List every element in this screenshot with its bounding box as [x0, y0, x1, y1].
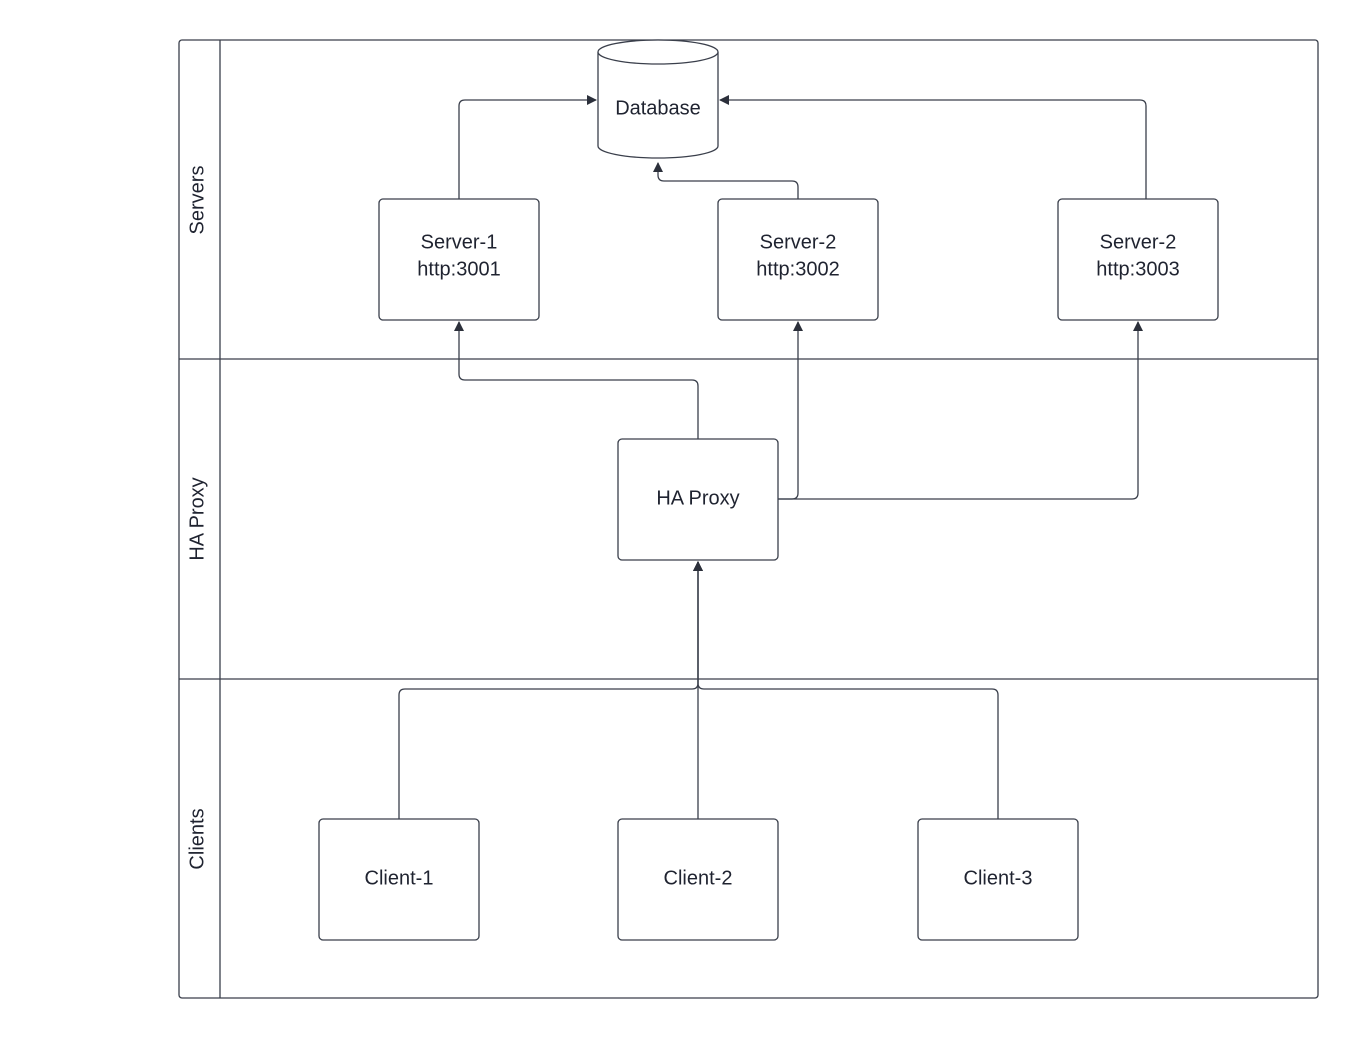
client-3-box: [917, 818, 1079, 941]
haproxy-box: [617, 438, 779, 561]
lane-label-servers: Servers: [186, 166, 208, 235]
server-3-box: [1057, 198, 1219, 321]
client-2-label: Client-2: [664, 867, 733, 889]
server-1-box: [378, 198, 540, 321]
database-node[interactable]: Database: [597, 39, 719, 159]
haproxy-node[interactable]: HA Proxy: [617, 438, 779, 561]
edge-server2-database: [653, 162, 799, 199]
server-1-name: Server-1: [421, 231, 498, 253]
database-cylinder-body: [597, 52, 719, 159]
client-2-node[interactable]: Client-2: [617, 818, 779, 941]
lane-label-haproxy: HA Proxy: [186, 477, 208, 560]
client-1-node[interactable]: Client-1: [318, 818, 480, 941]
database-cylinder-top: [597, 39, 719, 65]
server-3-name: Server-2: [1100, 231, 1177, 253]
edge-haproxy-server3: [778, 321, 1143, 500]
client-2-box: [617, 818, 779, 941]
server-3-node[interactable]: Server-2 http:3003: [1057, 198, 1219, 321]
client-3-label: Client-3: [964, 867, 1033, 889]
server-2-box: [717, 198, 879, 321]
server-3-address: http:3003: [1096, 258, 1179, 280]
edge-client3-haproxy: [693, 561, 999, 819]
edge-server1-database: [458, 95, 597, 199]
server-1-node[interactable]: Server-1 http:3001: [378, 198, 540, 321]
client-1-label: Client-1: [365, 867, 434, 889]
lane-label-clients: Clients: [186, 808, 208, 869]
server-1-address: http:3001: [417, 258, 500, 280]
client-1-box: [318, 818, 480, 941]
edge-haproxy-server1: [454, 321, 699, 439]
server-2-name: Server-2: [760, 231, 837, 253]
client-3-node[interactable]: Client-3: [917, 818, 1079, 941]
server-2-address: http:3002: [756, 258, 839, 280]
database-label: Database: [615, 97, 701, 119]
haproxy-label: HA Proxy: [656, 487, 739, 509]
server-2-node[interactable]: Server-2 http:3002: [717, 198, 879, 321]
edge-server3-database: [719, 95, 1147, 199]
